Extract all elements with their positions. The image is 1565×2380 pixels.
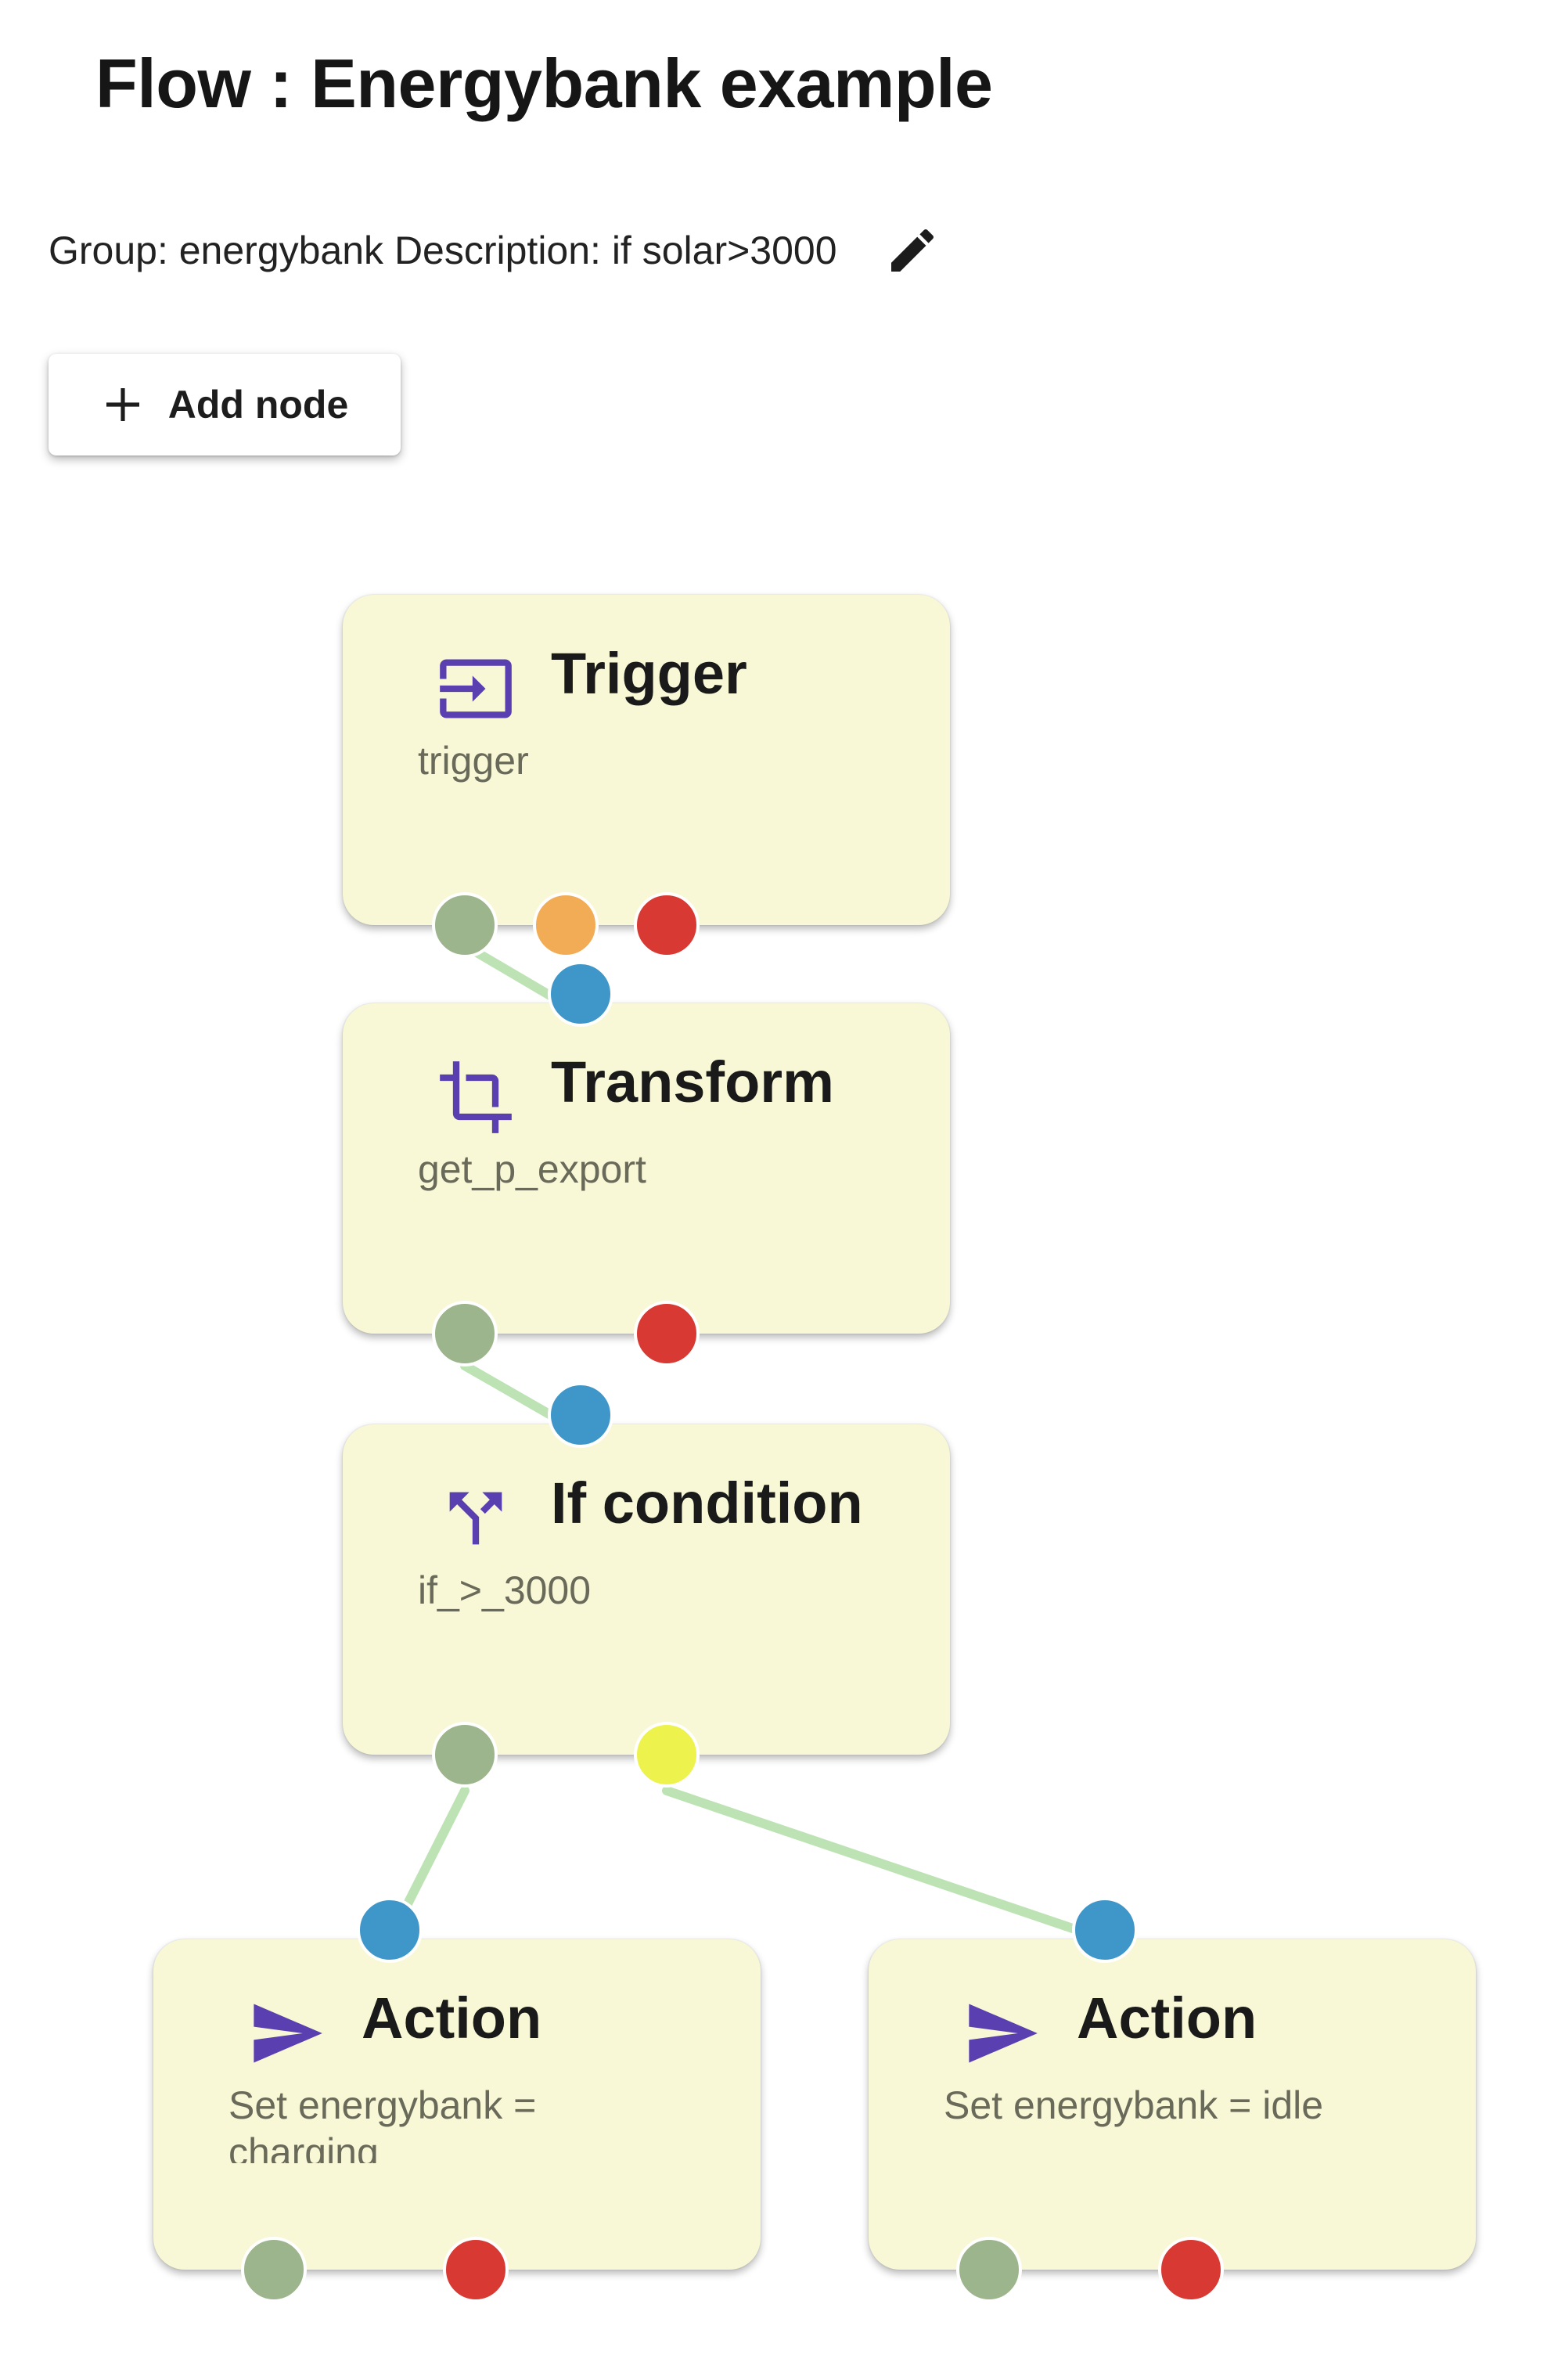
port-trigger-out-success[interactable]	[432, 892, 498, 958]
port-action-idle-out-success[interactable]	[956, 2237, 1022, 2303]
port-action-idle-out-error[interactable]	[1158, 2237, 1224, 2303]
node-title: Action	[1077, 1986, 1257, 2051]
node-label: trigger	[418, 739, 529, 783]
port-trigger-out-warning[interactable]	[533, 892, 599, 958]
node-action-charging[interactable]: Action Set energybank = charging	[153, 1939, 761, 2270]
node-if-condition[interactable]: If condition if_>_3000	[343, 1424, 950, 1755]
port-if-in[interactable]	[548, 1382, 613, 1448]
port-trigger-out-error[interactable]	[634, 892, 700, 958]
node-trigger[interactable]: Trigger trigger	[343, 595, 950, 925]
port-action-charging-in[interactable]	[357, 1897, 423, 1963]
node-label: Set energybank = idle	[944, 2083, 1324, 2127]
flow-meta-text: Group: energybank Description: if solar>…	[49, 229, 837, 272]
plus-icon	[106, 388, 139, 421]
node-transform[interactable]: Transform get_p_export	[343, 1003, 950, 1334]
node-title: If condition	[551, 1471, 863, 1536]
node-label: if_>_3000	[418, 1568, 592, 1612]
send-icon	[254, 2004, 322, 2063]
input-icon	[440, 659, 512, 718]
node-title: Trigger	[551, 641, 747, 706]
crop-icon	[440, 1061, 512, 1133]
port-action-charging-out-success[interactable]	[241, 2237, 307, 2303]
flow-meta-row: Group: energybank Description: if solar>…	[49, 219, 944, 282]
port-action-charging-out-error[interactable]	[443, 2237, 509, 2303]
add-node-button[interactable]: Add node	[49, 354, 401, 455]
edit-button[interactable]	[881, 219, 944, 282]
node-action-idle[interactable]: Action Set energybank = idle	[869, 1939, 1476, 2270]
port-transform-in[interactable]	[548, 961, 613, 1027]
edge-if-action2[interactable]	[662, 1786, 1110, 1944]
node-title: Action	[362, 1986, 542, 2051]
send-icon	[969, 2004, 1038, 2063]
port-transform-out-error[interactable]	[634, 1301, 700, 1366]
node-title: Transform	[551, 1050, 834, 1114]
port-action-idle-in[interactable]	[1072, 1897, 1138, 1963]
split-icon	[449, 1492, 502, 1545]
node-label: get_p_export	[418, 1147, 646, 1191]
port-if-out-true[interactable]	[432, 1722, 498, 1788]
port-transform-out-success[interactable]	[432, 1301, 498, 1366]
port-if-out-false[interactable]	[634, 1722, 700, 1788]
node-label: Set energybank = charging	[228, 2083, 537, 2163]
page-title: Flow : Energybank example	[95, 45, 993, 122]
pencil-icon	[890, 229, 934, 272]
add-node-label: Add node	[167, 383, 349, 427]
